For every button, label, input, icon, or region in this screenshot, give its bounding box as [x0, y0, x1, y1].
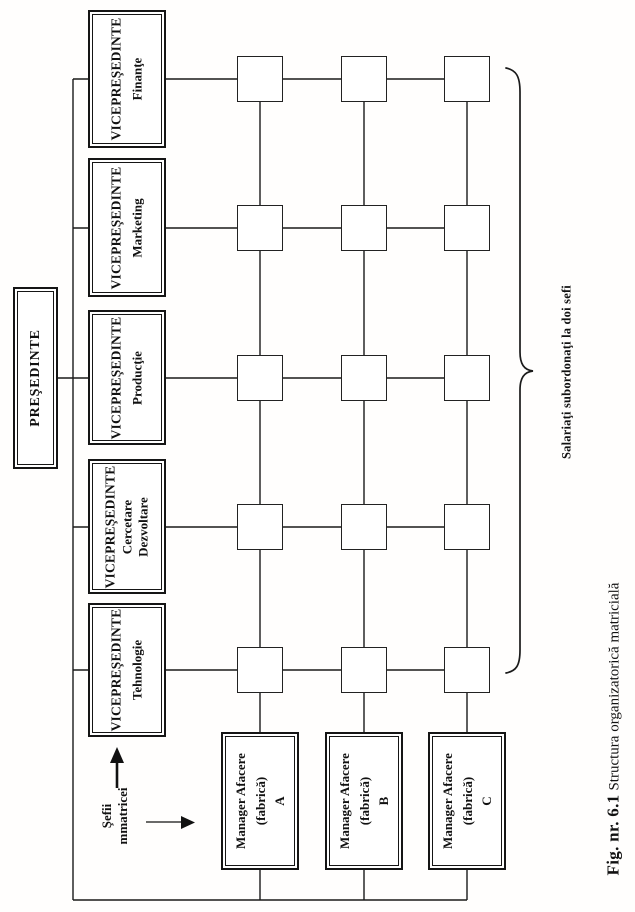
- matrix-cell: [341, 355, 387, 401]
- matrix-cell: [341, 56, 387, 102]
- manager-box-b: Manager Afacere (fabrică) B: [325, 732, 403, 870]
- vp-dept: Dezvoltare: [135, 496, 151, 557]
- manager-label: Manager Afacere: [439, 753, 455, 849]
- matrix-cell: [444, 355, 490, 401]
- manager-letter: A: [271, 796, 287, 806]
- manager-label: Manager Afacere: [232, 753, 248, 849]
- vp-title: VICEPREŞEDINTE: [102, 465, 118, 588]
- president-label: PREŞEDINTE: [27, 329, 43, 427]
- matrix-cell: [444, 647, 490, 693]
- vp-box-tehnologie: VICEPREŞEDINTE Tehnologie: [88, 603, 166, 737]
- caption-number: Fig. nr. 6.1: [603, 794, 623, 876]
- up-arrow-icon: [110, 747, 124, 788]
- vp-box-marketing: VICEPREŞEDINTE Marketing: [88, 158, 166, 297]
- right-arrow-icon: [146, 816, 195, 829]
- vp-box-productie: VICEPREŞEDINTE Producţie: [88, 310, 166, 445]
- vp-title: VICEPREŞEDINTE: [108, 608, 124, 732]
- vp-dept: Finanţe: [129, 57, 145, 101]
- caption-title: Structura organizatorică matricială: [606, 582, 623, 791]
- matrix-bosses-label: Şefii mmatricei: [97, 785, 133, 847]
- brace-label-text: Salariaţi subordonaţi la doi sefi: [559, 285, 574, 459]
- matrix-cell: [341, 205, 387, 251]
- manager-box-a: Manager Afacere (fabrică) A: [221, 732, 299, 870]
- vp-title: VICEPREŞEDINTE: [108, 316, 124, 439]
- manager-letter: C: [478, 796, 494, 806]
- matrix-bosses-line1: Şefii: [98, 803, 114, 829]
- vp-dept: Tehnologie: [129, 639, 145, 701]
- manager-sublabel: (fabrică): [252, 776, 268, 826]
- manager-sublabel: (fabrică): [459, 776, 475, 826]
- vp-title: VICEPREŞEDINTE: [108, 166, 124, 289]
- vp-dept: Producţie: [129, 350, 145, 405]
- matrix-bosses-line2: mmatricei: [115, 787, 130, 845]
- vp-dept: Marketing: [129, 197, 145, 258]
- matrix-cell: [444, 205, 490, 251]
- manager-letter: B: [375, 796, 391, 806]
- vp-title: VICEPREŞEDINTE: [108, 17, 124, 141]
- matrix-cell: [341, 647, 387, 693]
- matrix-cell: [341, 504, 387, 550]
- vp-dept: Cercetare: [119, 499, 135, 554]
- matrix-cell: [237, 205, 283, 251]
- matrix-cell: [237, 504, 283, 550]
- manager-sublabel: (fabrică): [356, 776, 372, 826]
- figure-caption: Fig. nr. 6.1 Structura organizatorică ma…: [594, 568, 634, 890]
- vp-box-finante: VICEPREŞEDINTE Finanţe: [88, 10, 166, 148]
- president-box: PREŞEDINTE: [13, 287, 58, 469]
- vp-box-cercetare-dezvoltare: VICEPREŞEDINTE Cercetare Dezvoltare: [88, 459, 166, 594]
- matrix-cell: [444, 504, 490, 550]
- matrix-cell: [237, 355, 283, 401]
- matrix-cell: [237, 56, 283, 102]
- manager-box-c: Manager Afacere (fabrică) C: [428, 732, 506, 870]
- brace-label: Salariaţi subordonaţi la doi sefi: [552, 272, 582, 472]
- matrix-cell: [444, 56, 490, 102]
- curly-brace-icon: [505, 67, 534, 674]
- manager-label: Manager Afacere: [336, 753, 352, 849]
- matrix-cell: [237, 647, 283, 693]
